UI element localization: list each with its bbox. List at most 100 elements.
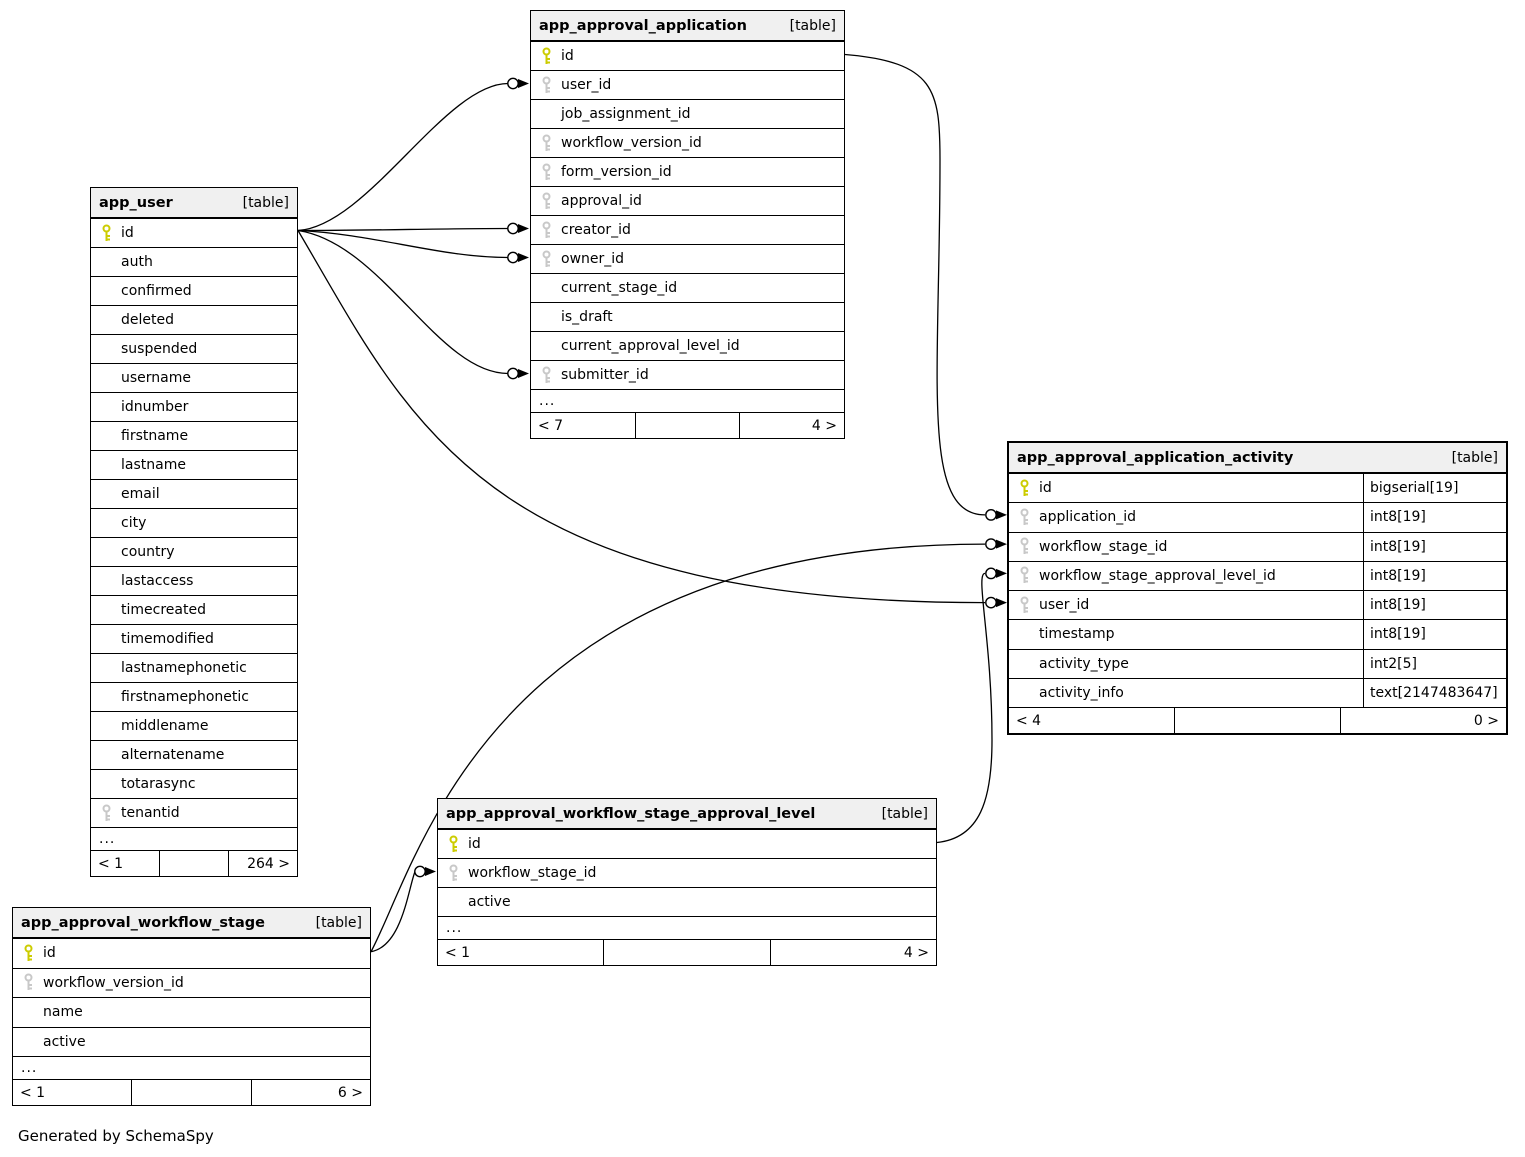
- foreign-key-icon: [1020, 566, 1028, 584]
- column-row[interactable]: creator_id: [531, 216, 844, 245]
- column-row[interactable]: username: [91, 364, 297, 393]
- column-name: timestamp: [1039, 626, 1115, 643]
- column-row[interactable]: lastnamephonetic: [91, 654, 297, 683]
- column-row[interactable]: id: [531, 42, 844, 71]
- column-row[interactable]: firstnamephonetic: [91, 683, 297, 712]
- column-row[interactable]: timecreated: [91, 596, 297, 625]
- column-row[interactable]: firstname: [91, 422, 297, 451]
- column-row[interactable]: city: [91, 509, 297, 538]
- column-row[interactable]: workflow_stage_id: [438, 859, 936, 888]
- column-row[interactable]: totarasync: [91, 770, 297, 799]
- column-row[interactable]: is_draft: [531, 303, 844, 332]
- column-row[interactable]: idnumber: [91, 393, 297, 422]
- column-row[interactable]: approval_id: [531, 187, 844, 216]
- column-name: timemodified: [121, 631, 214, 647]
- zero-one-circle: [507, 77, 519, 90]
- column-row[interactable]: active: [438, 888, 936, 917]
- column-row[interactable]: middlename: [91, 712, 297, 741]
- column-row[interactable]: user_id: [531, 71, 844, 100]
- column-name: workflow_stage_id: [468, 865, 597, 881]
- column-row[interactable]: lastaccess: [91, 567, 297, 596]
- key-cell: [531, 47, 561, 66]
- footer-middle: [1174, 708, 1340, 733]
- key-cell: [1009, 537, 1039, 556]
- table-type-badge: [table]: [881, 805, 928, 822]
- primary-key-icon: [24, 944, 32, 961]
- column-row[interactable]: id: [438, 830, 936, 859]
- column-row[interactable]: workflow_version_id: [13, 968, 370, 998]
- column-name: active: [468, 894, 511, 910]
- column-row[interactable]: timemodified: [91, 625, 297, 654]
- table-name[interactable]: app_approval_workflow_stage_approval_lev…: [446, 805, 816, 822]
- column-row[interactable]: owner_id: [531, 245, 844, 274]
- fk-line-app_approval_application_activity-workflow_stage_id: [370, 543, 986, 953]
- column-name: id: [121, 225, 134, 241]
- table-header[interactable]: app_approval_workflow_stage [table]: [13, 908, 370, 939]
- column-name: form_version_id: [561, 164, 672, 180]
- zero-one-circle: [507, 222, 519, 235]
- column-type: int8[19]: [1363, 561, 1506, 590]
- column-row[interactable]: workflow_version_id: [531, 129, 844, 158]
- column-name: current_stage_id: [561, 280, 678, 296]
- column-name: email: [121, 486, 160, 502]
- column-name: user_id: [561, 77, 612, 93]
- column-name: id: [561, 48, 574, 64]
- primary-key-icon: [449, 835, 457, 852]
- table-footer: < 1 264 >: [91, 851, 297, 876]
- column-row[interactable]: current_stage_id: [531, 274, 844, 303]
- footer-prev-count: < 7: [538, 417, 564, 434]
- column-row[interactable]: tenantid: [91, 799, 297, 828]
- table-name[interactable]: app_approval_application_activity: [1017, 449, 1294, 466]
- column-row[interactable]: auth: [91, 248, 297, 277]
- column-name: idnumber: [121, 399, 189, 415]
- column-row[interactable]: current_approval_level_id: [531, 332, 844, 361]
- table-header[interactable]: app_approval_application [table]: [531, 11, 844, 42]
- column-row[interactable]: job_assignment_id: [531, 100, 844, 129]
- column-row[interactable]: suspended: [91, 335, 297, 364]
- key-cell: [91, 804, 121, 823]
- table-name[interactable]: app_approval_workflow_stage: [21, 914, 265, 931]
- column-row[interactable]: country: [91, 538, 297, 567]
- generated-by-text: Generated by SchemaSpy: [18, 1127, 214, 1145]
- many-arrowhead: [518, 253, 529, 262]
- key-cell: [531, 134, 561, 153]
- table-app_approval_application: app_approval_application [table] id user_…: [530, 10, 845, 439]
- column-row[interactable]: confirmed: [91, 277, 297, 306]
- column-row[interactable]: id: [91, 219, 297, 248]
- column-row[interactable]: lastname: [91, 451, 297, 480]
- footer-prev-count: < 1: [20, 1084, 46, 1101]
- column-row[interactable]: active: [13, 1027, 370, 1057]
- table-name[interactable]: app_user: [99, 194, 173, 211]
- key-cell: [91, 224, 121, 243]
- column-type: int8[19]: [1363, 532, 1506, 561]
- zero-one-circle: [507, 251, 519, 264]
- fk-line-app_approval_workflow_stage_approval_level-workflow_stage_id: [370, 871, 416, 953]
- column-row[interactable]: submitter_id: [531, 361, 844, 390]
- column-row[interactable]: deleted: [91, 306, 297, 335]
- column-row[interactable]: name: [13, 998, 370, 1028]
- connector-endpoints: [414, 77, 1007, 878]
- endpoint-user_id-activity: [985, 596, 1007, 609]
- column-row[interactable]: alternatename: [91, 741, 297, 770]
- table-header[interactable]: app_approval_workflow_stage_approval_lev…: [438, 799, 936, 830]
- fk-line-app_approval_application_activity-workflow_stage_approval_level_id: [936, 572, 993, 844]
- column-row[interactable]: email: [91, 480, 297, 509]
- column-row[interactable]: id: [13, 939, 370, 969]
- table-header[interactable]: app_user [table]: [91, 188, 297, 219]
- column-row[interactable]: form_version_id: [531, 158, 844, 187]
- table-header[interactable]: app_approval_application_activity [table…: [1009, 443, 1506, 474]
- column-name: application_id: [1039, 509, 1137, 526]
- footer-next-count: 4 >: [769, 940, 936, 965]
- table-name[interactable]: app_approval_application: [539, 17, 747, 34]
